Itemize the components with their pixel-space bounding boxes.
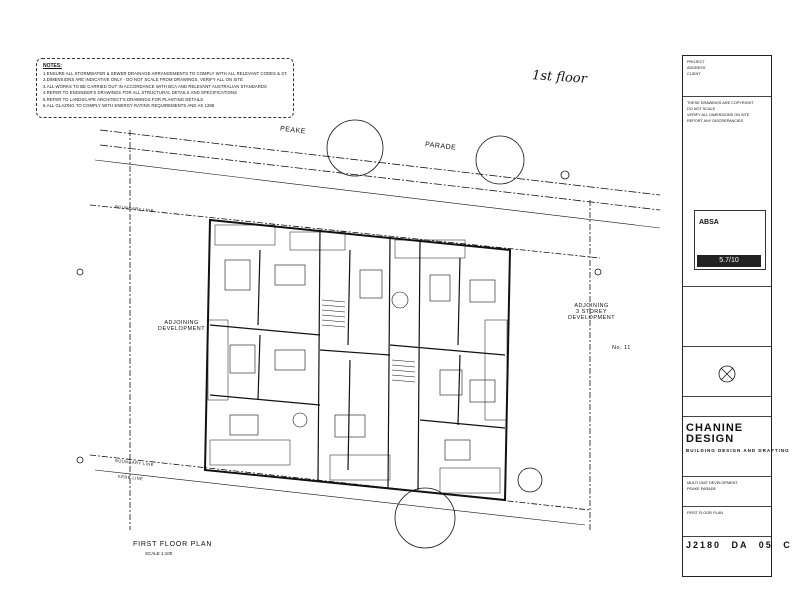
sheet-code: DA: [731, 540, 749, 550]
tb-note: REPORT ANY DISCREPANCIES: [687, 119, 744, 123]
grid-marker: [76, 268, 84, 276]
adjoining-development-right: ADJOINING 3 STOREY DEVELOPMENT: [568, 303, 616, 321]
floor-plan-drawing: [76, 119, 661, 549]
sheet-number: 05: [758, 540, 773, 550]
note-line: 5.REFER TO LANDSCAPE ARCHITECT'S DRAWING…: [43, 96, 204, 102]
notes-box: NOTES: 1.ENSURE ALL STORMWATER & SEWER D…: [36, 58, 294, 118]
adjoining-ref: No. 11: [612, 345, 631, 351]
job-number: J2180: [686, 540, 722, 550]
notes-title: NOTES:: [43, 63, 62, 69]
fixtures: [224, 259, 496, 461]
brand-subtitle: BUILDING DESIGN AND DRAFTING: [686, 448, 790, 453]
grid-marker: [594, 268, 602, 276]
tb-note: VERIFY ALL DIMENSIONS ON SITE: [687, 113, 750, 117]
absa-logo: ABSA 5.7/10: [694, 210, 766, 270]
job-number-row: J2180 DA 05 C: [686, 540, 792, 550]
grid-marker: [76, 456, 84, 464]
brand-line: DESIGN: [686, 433, 735, 445]
internal-walls: [209, 229, 506, 491]
tb-header: PROJECT: [687, 60, 705, 64]
tb-note: DO NOT SCALE: [687, 107, 716, 111]
note-line: 1.ENSURE ALL STORMWATER & SEWER DRAINAGE…: [43, 71, 287, 76]
boundary-line: [89, 204, 601, 259]
kerb-line: [94, 469, 586, 526]
building-outline: [203, 218, 512, 502]
street-line-2: [94, 159, 661, 229]
plan-scale: SCALE 1:100: [145, 551, 173, 556]
note-line: 4.REFER TO ENGINEER'S DRAWINGS FOR ALL S…: [43, 90, 237, 96]
survey-marker: [560, 170, 570, 180]
stair-treads: [321, 299, 416, 383]
title-block: PROJECT ADDRESS CLIENT THESE DRAWINGS AR…: [682, 55, 772, 577]
logo-text: ABSA: [699, 219, 719, 226]
note-line: 6.ALL GLAZING TO COMPLY WITH ENERGY RATI…: [43, 103, 215, 109]
tree-symbol: [475, 135, 525, 185]
adjoining-development-left: ADJOINING DEVELOPMENT: [158, 320, 206, 332]
tree-symbol: [394, 487, 456, 549]
street-line: [99, 144, 661, 211]
project-line: PEAKE PARADE: [687, 487, 717, 491]
project-line: MULTI UNIT DEVELOPMENT: [687, 481, 738, 485]
tb-header: ADDRESS: [687, 66, 706, 70]
brand-name: CHANINE DESIGN BUILDING DESIGN AND DRAFT…: [686, 423, 790, 456]
tb-note: THESE DRAWINGS ARE COPYRIGHT: [687, 101, 754, 105]
note-line: 2.DIMENSIONS ARE INDICATIVE ONLY - DO NO…: [43, 77, 244, 83]
north-arrow-icon: [718, 365, 736, 383]
tree-symbol: [517, 467, 543, 493]
balcony-hatching: [207, 224, 508, 494]
plan-title: FIRST FLOOR PLAN: [133, 541, 213, 548]
tb-header: CLIENT: [687, 72, 701, 76]
project-line: FIRST FLOOR PLAN: [687, 511, 724, 515]
note-line: 3.ALL WORKS TO BE CARRIED OUT IN ACCORDA…: [43, 83, 267, 89]
brand-line: CHANINE: [686, 422, 744, 434]
energy-rating-stamp: 5.7/10: [697, 255, 761, 267]
revision: C: [783, 540, 792, 550]
tree-symbol: [326, 119, 384, 177]
site-boundary-top: [99, 129, 661, 196]
